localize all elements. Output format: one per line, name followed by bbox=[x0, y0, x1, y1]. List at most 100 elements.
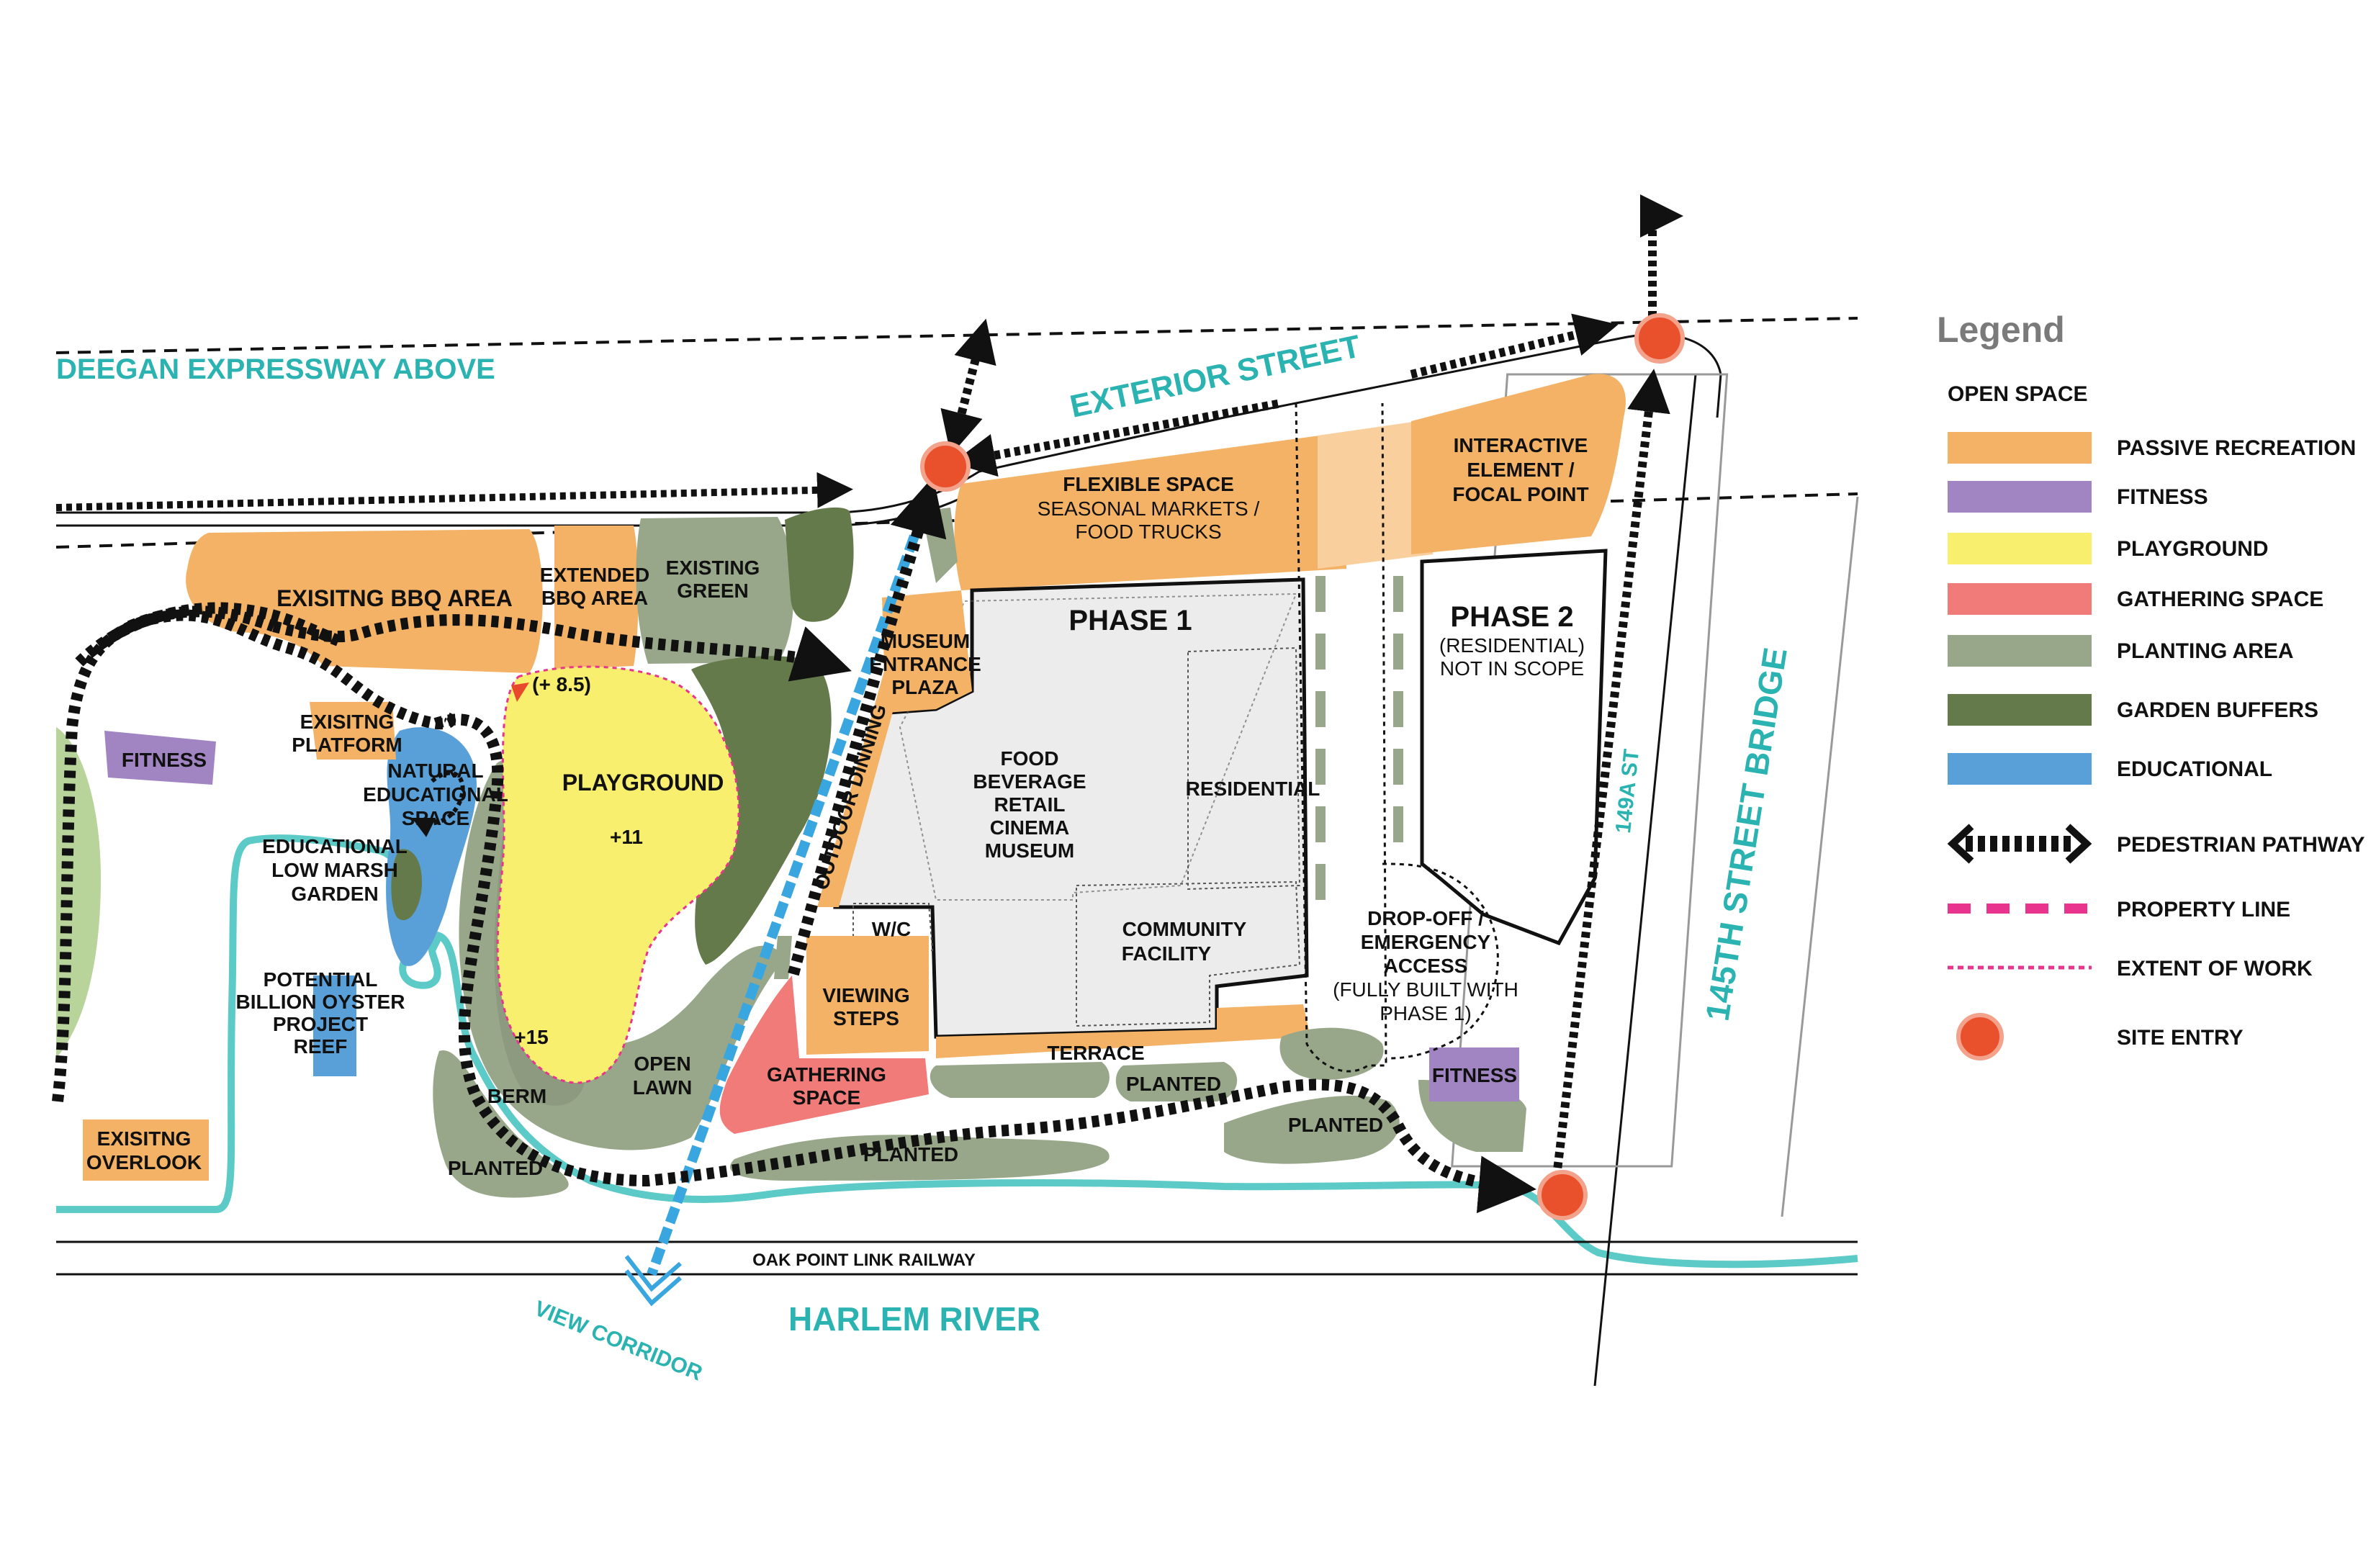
garden-buffer-corridor bbox=[922, 508, 958, 583]
planted-south-3 bbox=[1115, 1062, 1238, 1101]
elevation-11: +11 bbox=[610, 826, 643, 848]
open-lawn-2: LAWN bbox=[633, 1076, 692, 1099]
exterior-street-label: EXTERIOR STREET bbox=[1067, 328, 1364, 424]
phase1-use-1: FOOD bbox=[1001, 747, 1059, 770]
gathering-space bbox=[719, 976, 929, 1134]
terrace-label: TERRACE bbox=[1047, 1042, 1144, 1064]
low-marsh-1: EDUCATIONAL bbox=[262, 835, 408, 857]
existing-green-area bbox=[636, 517, 794, 664]
pedestrian-pathway-top bbox=[75, 602, 341, 667]
street-149a-label: 149A ST bbox=[1611, 748, 1644, 834]
legend-label-educational: EDUCATIONAL bbox=[2117, 757, 2272, 781]
fitness-west-label: FITNESS bbox=[122, 749, 207, 771]
dropoff-loop bbox=[1382, 862, 1499, 1060]
berm-label: BERM bbox=[487, 1085, 546, 1107]
pedestrian-pathway-corridor bbox=[786, 476, 947, 981]
oyster-2: BILLION OYSTER bbox=[236, 991, 405, 1013]
garden-buffer-playground bbox=[691, 656, 832, 965]
open-lawn-1: OPEN bbox=[634, 1053, 690, 1075]
legend-label-passive: PASSIVE RECREATION bbox=[2117, 436, 2356, 460]
pedestrian-pathway-west-loop bbox=[433, 713, 1536, 1214]
phase2-area bbox=[1420, 549, 1608, 946]
residential-label: RESIDENTIAL bbox=[1186, 778, 1320, 800]
garden-buffer-corridor-2 bbox=[774, 936, 792, 979]
legend-swatch-educational bbox=[1948, 753, 2092, 785]
legend-label-fitness: FITNESS bbox=[2117, 485, 2208, 509]
pedestrian-pathway-bbq bbox=[55, 472, 853, 511]
pedestrian-pathway-north-1 bbox=[940, 318, 996, 456]
outdoor-dining-strip bbox=[817, 634, 914, 907]
oyster-4: REEF bbox=[294, 1035, 348, 1058]
viewing-steps bbox=[806, 936, 929, 1055]
legend-subtitle: OPEN SPACE bbox=[1948, 382, 2088, 406]
fitness-east-label: FITNESS bbox=[1432, 1064, 1517, 1086]
legend-site-entry-icon bbox=[1956, 1013, 2004, 1060]
gathering-1: GATHERING bbox=[767, 1063, 886, 1086]
pedestrian-pathway-street bbox=[965, 328, 1606, 461]
viewing-steps-1: VIEWING bbox=[822, 984, 909, 1006]
planted-label-east: PLANTED bbox=[1288, 1114, 1383, 1136]
railway-label: OAK POINT LINK RAILWAY bbox=[752, 1251, 976, 1270]
elevation-15: +15 bbox=[514, 1026, 549, 1048]
deegan-label: DEEGAN EXPRESSWAY ABOVE bbox=[56, 353, 495, 385]
garden-buffer-north bbox=[785, 507, 854, 622]
pedestrian-pathway-fitness-w bbox=[411, 770, 465, 837]
natural-ed-1: NATURAL bbox=[387, 760, 483, 782]
wc-label: W/C bbox=[872, 918, 911, 940]
existing-platform bbox=[310, 702, 396, 760]
bridge-line-east bbox=[1781, 496, 1859, 1217]
legend: Legend OPEN SPACE PASSIVE RECREATION FIT… bbox=[1937, 310, 2365, 1060]
gathering-2: SPACE bbox=[793, 1086, 860, 1109]
ext-bbq-label-2: BBQ AREA bbox=[541, 587, 648, 609]
community-label-2: FACILITY bbox=[1122, 942, 1212, 965]
fitness-area-west bbox=[104, 731, 216, 785]
dropoff-2: EMERGENCY bbox=[1361, 931, 1491, 953]
site-entry-icon bbox=[920, 313, 1685, 1220]
platform-2: PLATFORM bbox=[292, 734, 402, 756]
legend-swatch-passive bbox=[1948, 432, 2092, 464]
extended-bbq-area bbox=[554, 526, 639, 670]
museum-plaza-3: PLAZA bbox=[891, 676, 958, 698]
drive-planting-dashes bbox=[1315, 576, 1403, 900]
dropoff-5: PHASE 1) bbox=[1380, 1002, 1472, 1024]
view-corridor-label: VIEW CORRIDOR bbox=[531, 1297, 706, 1386]
phase1-use-2: BEVERAGE bbox=[973, 770, 1086, 793]
oyster-3: PROJECT bbox=[273, 1013, 368, 1035]
legend-label-garden: GARDEN BUFFERS bbox=[2117, 698, 2318, 722]
low-marsh-3: GARDEN bbox=[291, 883, 378, 905]
natural-ed-3: SPACE bbox=[402, 807, 469, 829]
interactive-label-2: ELEMENT / bbox=[1467, 459, 1575, 481]
food-block bbox=[899, 592, 1297, 901]
legend-swatch-gathering bbox=[1948, 583, 2092, 615]
museum-plaza-2: ENTRANCE bbox=[869, 653, 981, 675]
residential-block bbox=[1187, 646, 1301, 891]
phase2-sub-1: (RESIDENTIAL) bbox=[1439, 634, 1585, 657]
legend-swatch-planting bbox=[1948, 635, 2092, 667]
planted-label-west: PLANTED bbox=[448, 1157, 543, 1179]
harlem-river-label: HARLEM RIVER bbox=[788, 1300, 1040, 1338]
dropoff-3: ACCESS bbox=[1384, 955, 1468, 977]
planted-label-mid: PLANTED bbox=[1126, 1073, 1221, 1095]
planted-south-1 bbox=[729, 1135, 1110, 1181]
flexible-label-2: SEASONAL MARKETS / bbox=[1038, 497, 1260, 520]
ex-green-label-1: EXISTING bbox=[666, 557, 760, 579]
low-marsh-garden bbox=[391, 849, 422, 921]
interactive-label-1: INTERACTIVE bbox=[1454, 434, 1588, 456]
flexible-label-3: FOOD TRUCKS bbox=[1075, 521, 1221, 543]
legend-label-extent: EXTENT OF WORK bbox=[2117, 957, 2313, 981]
fitness-area-east bbox=[1429, 1047, 1519, 1101]
legend-swatch-playground bbox=[1948, 533, 2092, 564]
legend-label-entry: SITE ENTRY bbox=[2117, 1026, 2244, 1050]
terrace bbox=[936, 1004, 1310, 1058]
pedestrian-pathway-north-bridge bbox=[1639, 194, 1683, 317]
bridge-line-west bbox=[1593, 374, 1697, 1387]
overlook-2: OVERLOOK bbox=[86, 1151, 202, 1173]
phase1-use-4: CINEMA bbox=[990, 816, 1069, 839]
legend-label-gathering: GATHERING SPACE bbox=[2117, 587, 2323, 611]
legend-label-pathway: PEDESTRIAN PATHWAY bbox=[2117, 833, 2365, 857]
community-label-1: COMMUNITY bbox=[1122, 918, 1247, 940]
overlook-1: EXISITNG bbox=[97, 1127, 192, 1150]
oyster-reef bbox=[313, 976, 356, 1076]
playground-area bbox=[496, 665, 740, 1084]
